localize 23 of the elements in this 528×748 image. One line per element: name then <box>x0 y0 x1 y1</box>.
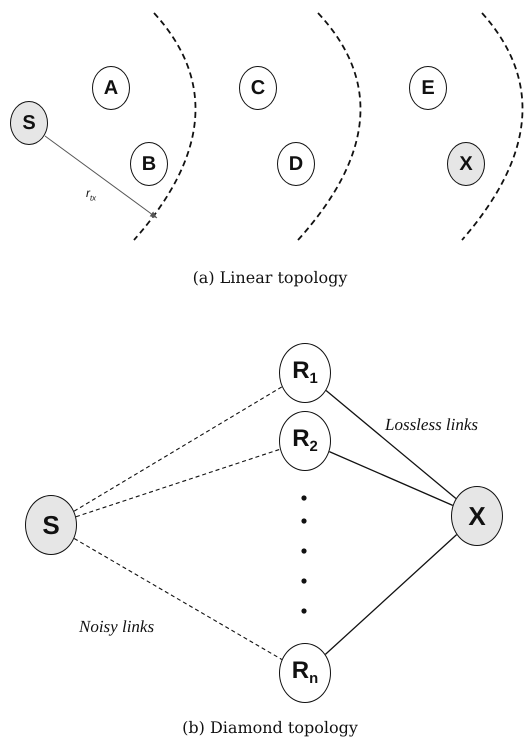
figure-caption: (a) Linear topology <box>192 268 348 287</box>
noisy-link <box>76 448 280 518</box>
network-node: E <box>409 66 447 110</box>
noisy-link <box>74 538 282 660</box>
source-node: S <box>10 101 48 145</box>
network-node: A <box>92 66 130 110</box>
link-type-note: Lossless links <box>385 415 478 435</box>
relay-node: R$_{2}$ <box>279 411 331 471</box>
link-type-note: Noisy links <box>79 617 154 637</box>
destination-node: X <box>447 142 485 186</box>
lossless-link <box>326 390 456 499</box>
noisy-link <box>74 386 282 512</box>
relay-node: R$_{n}$ <box>279 643 331 703</box>
radius-label: r$_{tx}$ <box>86 186 96 202</box>
relay-node: R$_{1}$ <box>279 343 331 403</box>
network-node: B <box>130 142 168 186</box>
destination-node: X <box>451 486 503 546</box>
network-node: C <box>239 66 277 110</box>
figure-caption: (b) Diamond topology <box>182 718 358 737</box>
lossless-link <box>324 534 458 655</box>
lossless-link <box>329 451 453 506</box>
source-node: S <box>25 495 77 555</box>
network-node: D <box>277 142 315 186</box>
